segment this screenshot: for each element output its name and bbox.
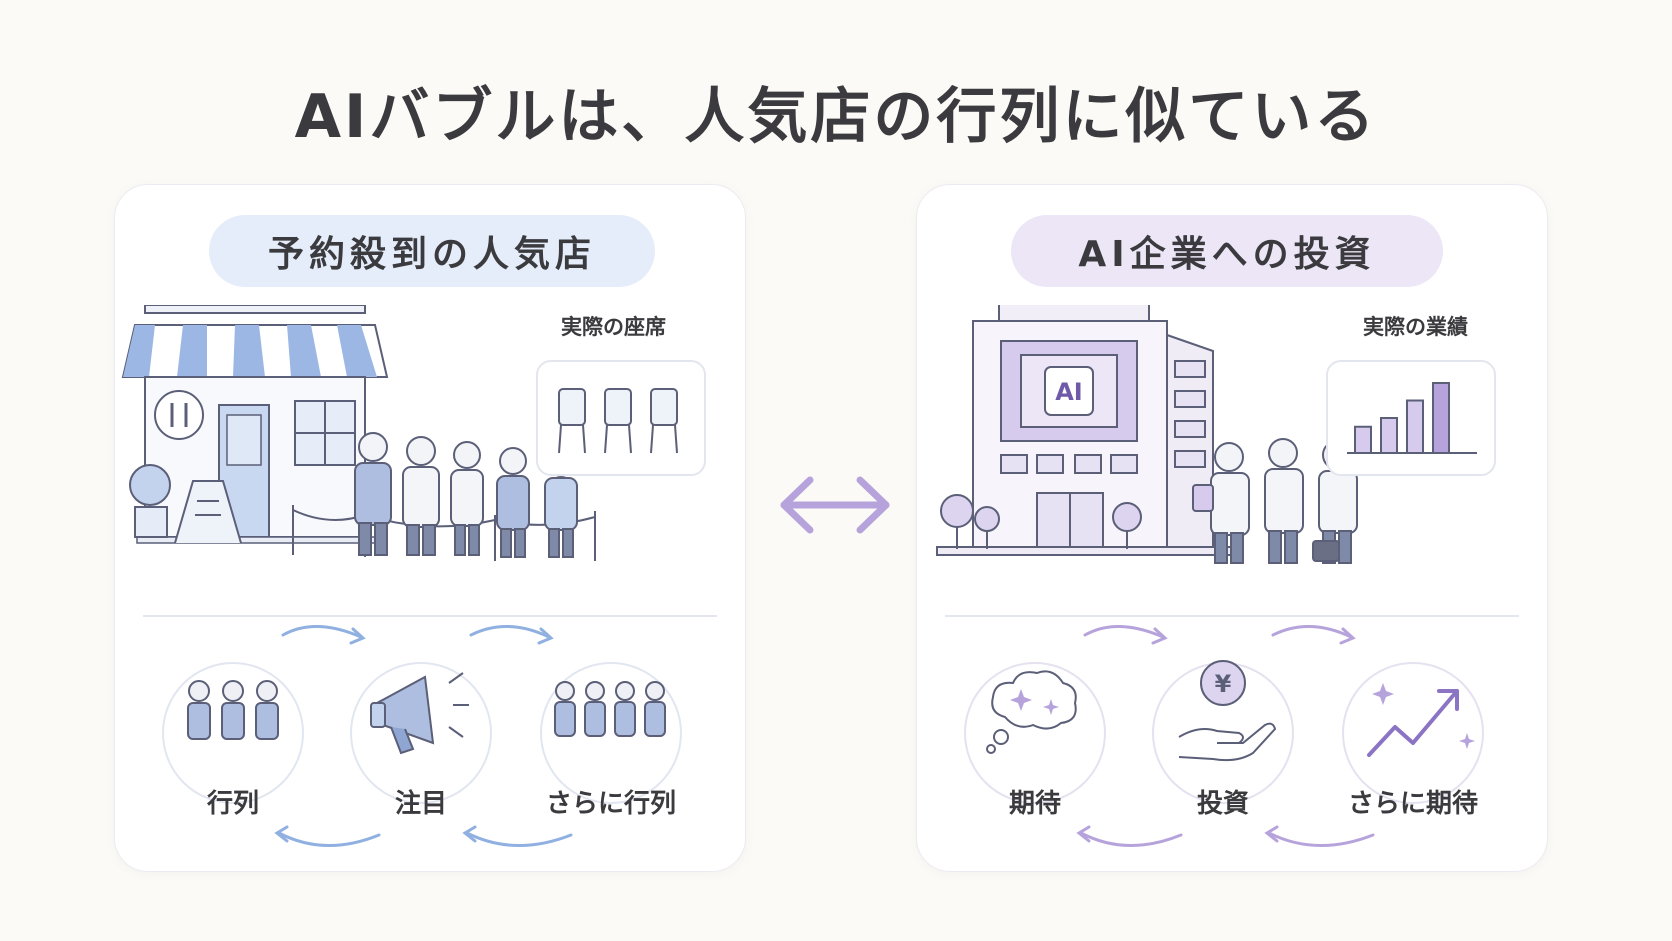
result-bar (1354, 425, 1372, 454)
cycle-arrow (465, 831, 573, 847)
page-title: AIバブルは、人気店の行列に似ている (294, 82, 1378, 152)
hand-coin-icon: ¥ (1178, 660, 1277, 762)
cycle-arrow (277, 831, 381, 847)
building-sign: AI (1055, 378, 1083, 406)
restaurant-panel: 予約殺到の人気店 (114, 184, 746, 872)
queue-group-icon (187, 680, 279, 740)
result-bar (1432, 382, 1450, 454)
result-bar (1380, 417, 1398, 454)
bigger-queue-icon (554, 681, 666, 737)
investment-cycle: ¥ (964, 625, 1484, 847)
thought-cloud-icon (986, 670, 1077, 754)
cycle-arrow (1267, 831, 1375, 847)
investment-panel: AI企業への投資 AI (916, 184, 1548, 872)
restaurant-scene (121, 305, 706, 561)
panel-divider (143, 615, 717, 617)
actual-results-caption: 実際の業績 (1363, 315, 1468, 339)
sparkle-icon (1459, 733, 1475, 749)
cycle-label-attention: 注目 (394, 789, 447, 819)
restaurant-heading: 予約殺到の人気店 (209, 215, 655, 287)
result-bar (1406, 399, 1424, 454)
cycle-label-more-expectation: さらに期待 (1347, 789, 1478, 819)
trend-up-icon (1367, 689, 1459, 757)
restaurant-cycle (162, 625, 682, 847)
cycle-arrow (1271, 625, 1353, 639)
double-arrow-icon (780, 476, 890, 534)
tree-icon (940, 494, 1142, 549)
plant-icon (129, 464, 171, 538)
actual-seats-caption: 実際の座席 (561, 315, 666, 339)
cycle-label-expectation: 期待 (1008, 789, 1061, 819)
investment-scene: AI (936, 305, 1496, 564)
menu-sign-icon (174, 480, 242, 544)
actual-seats-icon (536, 360, 706, 476)
cycle-label-more-queue: さらに行列 (545, 789, 676, 819)
queue-people-icon (354, 432, 578, 558)
cycle-arrow (1083, 625, 1165, 639)
megaphone-icon (370, 672, 469, 755)
investment-heading: AI企業への投資 (1011, 215, 1443, 287)
investor-people-icon (1192, 438, 1358, 564)
shop-awning-icon (121, 305, 389, 378)
cycle-arrow (469, 625, 551, 639)
office-building-icon (936, 305, 1234, 556)
actual-results-chart (1354, 382, 1450, 454)
currency-symbol: ¥ (1215, 670, 1232, 698)
panel-divider (945, 615, 1519, 617)
cycle-arrow (1079, 831, 1183, 847)
cycle-label-queue: 行列 (206, 789, 259, 819)
cycle-arrow (281, 625, 363, 639)
cycle-label-investment: 投資 (1196, 789, 1249, 819)
sparkle-icon (1372, 683, 1394, 705)
